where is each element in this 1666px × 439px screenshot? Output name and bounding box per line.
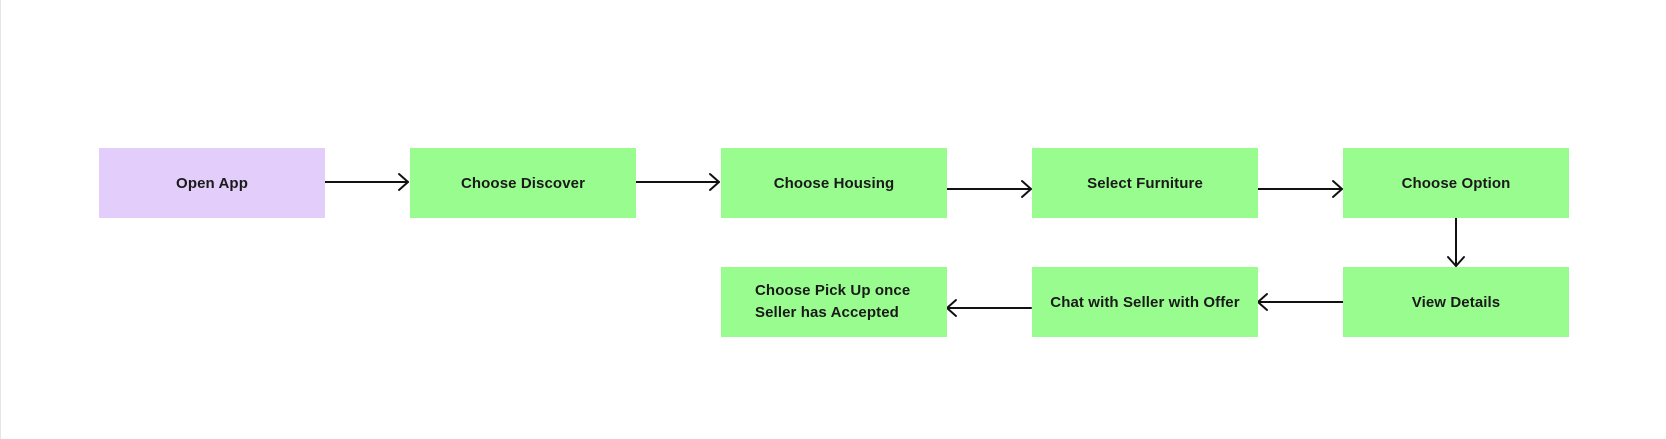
arrow-choose-option-to-view-details bbox=[1447, 216, 1465, 267]
node-select-furniture[interactable]: Select Furniture bbox=[1032, 148, 1258, 218]
node-choose-discover[interactable]: Choose Discover bbox=[410, 148, 636, 218]
canvas-left-edge bbox=[0, 0, 1, 439]
node-choose-housing-label: Choose Housing bbox=[773, 174, 895, 192]
node-open-app-label: Open App bbox=[176, 174, 248, 192]
node-choose-pick-up-label: Choose Pick Up once Seller has Accepted bbox=[755, 280, 910, 324]
node-select-furniture-label: Select Furniture bbox=[1087, 174, 1203, 192]
node-choose-housing[interactable]: Choose Housing bbox=[721, 148, 947, 218]
arrow-select-furniture-to-choose-option bbox=[1256, 180, 1343, 198]
node-choose-option-label: Choose Option bbox=[1401, 174, 1511, 192]
arrow-choose-housing-to-select-furniture bbox=[945, 180, 1032, 198]
arrow-view-details-to-chat-with-seller bbox=[1257, 293, 1344, 311]
node-choose-pick-up-label-line1: Choose Pick Up once bbox=[755, 282, 911, 299]
arrow-chat-with-seller-to-choose-pick-up bbox=[946, 299, 1032, 317]
node-choose-pick-up[interactable]: Choose Pick Up once Seller has Accepted bbox=[721, 267, 947, 337]
node-chat-with-seller[interactable]: Chat with Seller with Offer bbox=[1032, 267, 1258, 337]
node-choose-pick-up-label-line2: Seller has Accepted bbox=[755, 304, 899, 321]
node-view-details[interactable]: View Details bbox=[1343, 267, 1569, 337]
node-open-app[interactable]: Open App bbox=[99, 148, 325, 218]
arrow-open-app-to-choose-discover bbox=[323, 173, 409, 191]
node-view-details-label: View Details bbox=[1411, 293, 1501, 311]
node-choose-option[interactable]: Choose Option bbox=[1343, 148, 1569, 218]
node-choose-discover-label: Choose Discover bbox=[460, 174, 586, 192]
node-chat-with-seller-label: Chat with Seller with Offer bbox=[1050, 293, 1240, 311]
arrow-choose-discover-to-choose-housing bbox=[634, 173, 720, 191]
